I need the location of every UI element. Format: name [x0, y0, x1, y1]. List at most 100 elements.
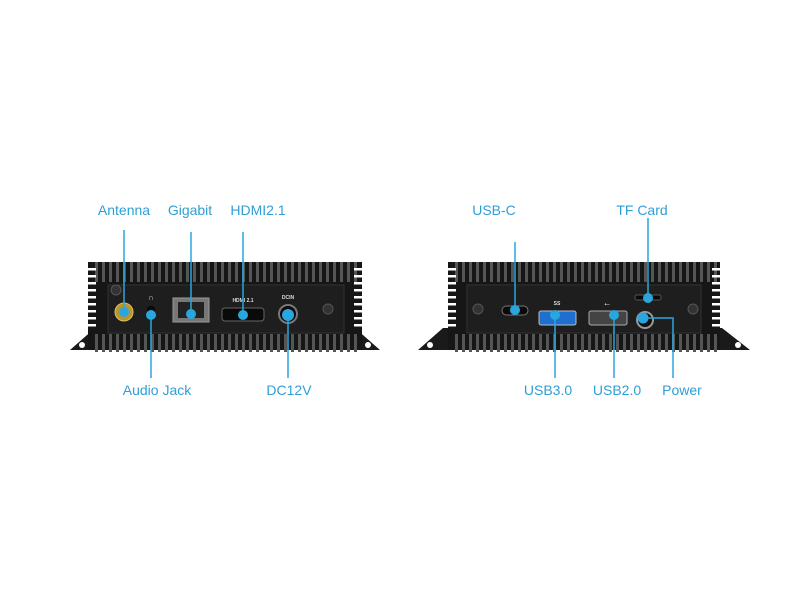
- heatsink-fin-gap: [532, 334, 535, 352]
- heatsink-fin-gap: [490, 262, 493, 282]
- usb2-port: [588, 310, 628, 326]
- power-dot: [637, 312, 649, 324]
- heatsink-fin-gap: [291, 262, 294, 282]
- heatsink-fin-gap: [637, 262, 640, 282]
- heatsink-fin-gap: [490, 334, 493, 352]
- gigabit-label: Gigabit: [168, 202, 212, 218]
- side-fin-gap: [712, 324, 720, 327]
- side-fin-gap: [354, 289, 362, 292]
- dc-dot: [282, 309, 294, 321]
- usb-c-label: USB-C: [472, 202, 516, 218]
- heatsink-fin-gap: [312, 262, 315, 282]
- heatsink-fin-gap: [483, 334, 486, 352]
- heatsink-fin-gap: [560, 334, 563, 352]
- heatsink-fin-gap: [193, 334, 196, 352]
- left-heatsink-fins: [88, 262, 362, 352]
- heatsink-fin-gap: [144, 334, 147, 352]
- usb3-dot: [550, 310, 560, 320]
- heatsink-fin-gap: [532, 262, 535, 282]
- gigabit-dot: [186, 309, 196, 319]
- side-fin-gap: [448, 275, 456, 278]
- heatsink-fin-gap: [539, 262, 542, 282]
- heatsink-fin-gap: [574, 334, 577, 352]
- heatsink-fin-gap: [291, 334, 294, 352]
- side-fin-gap: [712, 317, 720, 320]
- heatsink-fin-gap: [305, 334, 308, 352]
- side-fin-gap: [88, 282, 96, 285]
- heatsink-fin-gap: [95, 262, 98, 282]
- heatsink-fin-gap: [609, 262, 612, 282]
- left-device: ∩ HDMI 2.1 DCIN: [70, 262, 380, 352]
- heatsink-fin-gap: [137, 262, 140, 282]
- heatsink-fin-gap: [347, 334, 350, 352]
- heatsink-fin-gap: [518, 334, 521, 352]
- usb3-port-mark: SS: [554, 301, 561, 307]
- side-fin-gap: [88, 268, 96, 271]
- power-label: Power: [662, 382, 702, 398]
- power-leader-line: [645, 317, 674, 378]
- heatsink-fin-gap: [525, 262, 528, 282]
- side-fin-gap: [354, 268, 362, 271]
- side-fin-gap: [448, 324, 456, 327]
- heatsink-fin-gap: [560, 262, 563, 282]
- side-fin-gap: [354, 303, 362, 306]
- hdmi-label: HDMI2.1: [230, 202, 285, 218]
- heatsink-fin-gap: [497, 262, 500, 282]
- heatsink-fin-gap: [714, 334, 717, 352]
- heatsink-fin-gap: [102, 334, 105, 352]
- heatsink-fin-gap: [672, 262, 675, 282]
- mount-hole: [365, 342, 371, 348]
- heatsink-fin-gap: [151, 262, 154, 282]
- heatsink-fin-gap: [665, 262, 668, 282]
- heatsink-fin-gap: [193, 262, 196, 282]
- heatsink-fin-gap: [588, 262, 591, 282]
- heatsink-fin-gap: [644, 334, 647, 352]
- heatsink-fin-gap: [679, 334, 682, 352]
- heatsink-fin-gap: [658, 262, 661, 282]
- heatsink-fin-gap: [340, 334, 343, 352]
- heatsink-fin-gap: [207, 334, 210, 352]
- side-fin-gap: [712, 310, 720, 313]
- heatsink-fin-gap: [158, 334, 161, 352]
- heatsink-fin-gap: [298, 334, 301, 352]
- heatsink-fin-gap: [616, 334, 619, 352]
- heatsink-fin-gap: [179, 262, 182, 282]
- antenna-label: Antenna: [98, 202, 150, 218]
- side-fin-gap: [88, 317, 96, 320]
- heatsink-fin-gap: [623, 334, 626, 352]
- heatsink-fin-gap: [588, 334, 591, 352]
- heatsink-fin-gap: [319, 334, 322, 352]
- heatsink-fin-gap: [525, 334, 528, 352]
- heatsink-fin-gap: [504, 262, 507, 282]
- heatsink-fin-gap: [644, 262, 647, 282]
- heatsink-fin-gap: [623, 262, 626, 282]
- screw-icon: [687, 303, 699, 315]
- heatsink-fin-gap: [693, 262, 696, 282]
- side-fin-gap: [712, 282, 720, 285]
- heatsink-fin-gap: [270, 334, 273, 352]
- side-fin-gap: [354, 310, 362, 313]
- heatsink-fin-gap: [165, 334, 168, 352]
- tf-card-label: TF Card: [616, 202, 667, 218]
- heatsink-fin-gap: [476, 262, 479, 282]
- usb2-dot: [609, 310, 619, 320]
- heatsink-fin-gap: [214, 262, 217, 282]
- heatsink-fin-gap: [511, 262, 514, 282]
- heatsink-fin-gap: [186, 334, 189, 352]
- heatsink-fin-gap: [651, 334, 654, 352]
- audio-jack-label: Audio Jack: [123, 382, 192, 398]
- tf-dot: [643, 293, 653, 303]
- heatsink-fin-gap: [630, 334, 633, 352]
- side-fin-gap: [448, 296, 456, 299]
- side-fin-gap: [712, 289, 720, 292]
- heatsink-fin-gap: [595, 262, 598, 282]
- heatsink-fin-gap: [651, 262, 654, 282]
- heatsink-fin-gap: [546, 262, 549, 282]
- heatsink-fin-gap: [462, 334, 465, 352]
- dc-port-mark: DCIN: [282, 295, 295, 301]
- heatsink-fin-gap: [235, 334, 238, 352]
- heatsink-fin-gap: [462, 262, 465, 282]
- mount-hole: [735, 342, 741, 348]
- heatsink-fin-gap: [455, 334, 458, 352]
- heatsink-fin-gap: [693, 334, 696, 352]
